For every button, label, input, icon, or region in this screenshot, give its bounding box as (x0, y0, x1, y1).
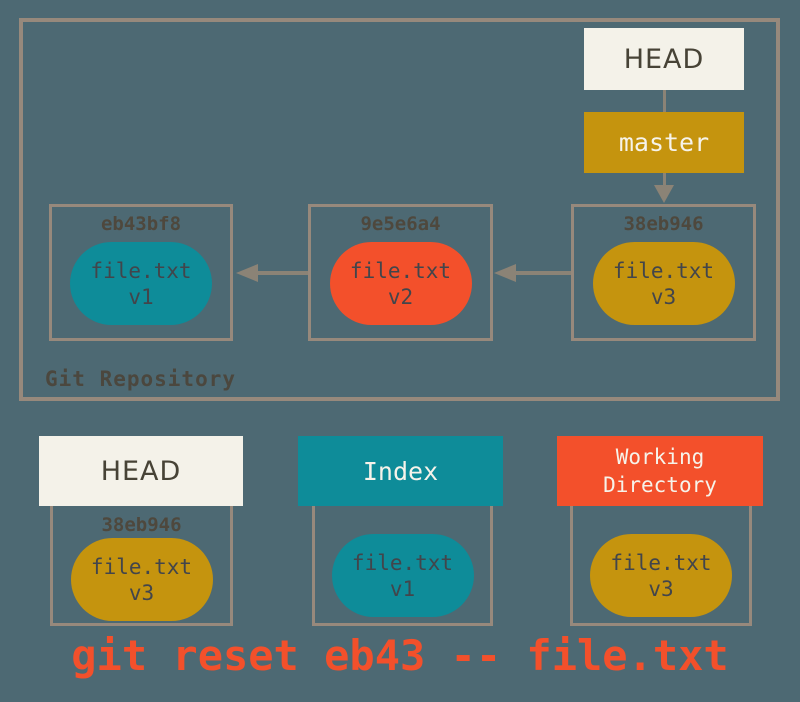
file-blob: file.txt v3 (592, 242, 735, 325)
head-pointer-label: HEAD (623, 43, 705, 75)
master-branch-box: master (584, 112, 744, 173)
commit-parent-connector (515, 271, 571, 275)
commit-box-eb43bf8: eb43bf8 file.txt v1 (49, 204, 233, 341)
git-repository-label: Git Repository (45, 367, 237, 391)
master-branch-label: master (618, 128, 710, 157)
file-blob-name: file.txt (90, 258, 192, 283)
file-blob: file.txt v3 (590, 534, 732, 617)
file-blob-version: v1 (128, 284, 154, 309)
head-to-master-connector (663, 90, 666, 112)
file-blob-version: v3 (648, 576, 674, 601)
arrow-down-icon (654, 185, 674, 203)
commit-hash: eb43bf8 (100, 213, 182, 235)
file-blob-version: v3 (650, 284, 677, 309)
commit-parent-connector (257, 271, 308, 275)
index-box: file.txt v1 (312, 503, 493, 626)
head-tree-box: 38eb946 file.txt v3 (50, 503, 233, 626)
commit-box-9e5e6a4: 9e5e6a4 file.txt v2 (308, 204, 493, 341)
file-blob: file.txt v1 (331, 534, 474, 617)
file-blob-version: v3 (128, 580, 155, 605)
file-blob: file.txt v3 (70, 538, 213, 621)
working-directory-label-line1: Working (615, 445, 705, 469)
file-blob-name: file.txt (351, 550, 454, 575)
working-directory-header: Working Directory (557, 436, 763, 506)
commit-box-38eb946: 38eb946 file.txt v3 (571, 204, 756, 341)
head-pointer-box: HEAD (584, 28, 744, 90)
file-blob-version: v1 (389, 576, 416, 601)
file-blob-name: file.txt (610, 550, 712, 575)
index-header: Index (298, 436, 503, 506)
commit-hash: 9e5e6a4 (360, 213, 441, 235)
file-blob-version: v2 (387, 284, 414, 309)
arrow-left-icon (236, 264, 258, 282)
head-tree-header: HEAD (39, 436, 243, 506)
index-label: Index (362, 456, 439, 486)
head-tree-hash: 38eb946 (101, 514, 182, 536)
file-blob-name: file.txt (612, 258, 715, 283)
command-text: git reset eb43 -- file.txt (71, 631, 729, 680)
master-to-commit-connector (663, 173, 666, 186)
working-directory-label-line2: Directory (603, 473, 717, 497)
file-blob-name: file.txt (90, 554, 193, 579)
file-blob: file.txt v2 (329, 242, 472, 325)
arrow-left-icon (494, 264, 516, 282)
head-tree-label: HEAD (100, 455, 182, 487)
file-blob: file.txt v1 (70, 242, 212, 325)
working-directory-box: file.txt v3 (570, 503, 752, 626)
git-repository-box: Git Repository (19, 18, 780, 401)
commit-hash: 38eb946 (623, 213, 704, 235)
file-blob-name: file.txt (349, 258, 452, 283)
